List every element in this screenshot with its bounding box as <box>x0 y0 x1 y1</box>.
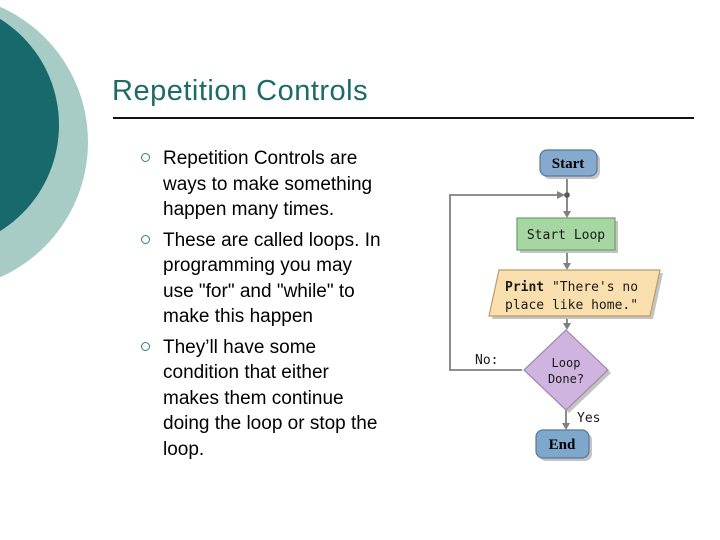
print-keyword: Print <box>505 280 544 295</box>
arrow-down-icon <box>563 323 571 330</box>
decision-label-line1: Loop <box>552 356 581 370</box>
loop-back-connector <box>449 194 560 371</box>
yes-edge-label: Yes <box>577 411 600 426</box>
no-edge-label: No: <box>475 353 498 368</box>
io-node-label-line1: Print "There's no <box>505 280 638 295</box>
arrow-down-icon <box>563 263 571 270</box>
junction-dot <box>564 192 570 198</box>
bullet-text: They’ll have some condition that either … <box>163 336 378 460</box>
page-title: Repetition Controls <box>112 75 369 107</box>
list-item: They’ll have some condition that either … <box>140 335 440 463</box>
end-node <box>535 429 590 459</box>
arrow-right-icon <box>557 191 565 199</box>
start-node-label: Start <box>552 156 585 172</box>
circle-bullet-icon <box>141 341 150 351</box>
arrow-down-icon <box>563 211 571 218</box>
bullet-list: Repetition Controls are ways to make som… <box>140 146 440 467</box>
decision-node <box>523 329 609 411</box>
bullet-text: Repetition Controls are ways to make som… <box>163 148 373 220</box>
list-item: Repetition Controls are ways to make som… <box>140 146 440 223</box>
process-node <box>516 217 616 251</box>
process-node-label: Start Loop <box>527 228 605 243</box>
io-node-label-line2: place like home." <box>505 298 638 313</box>
title-divider <box>113 117 694 119</box>
circle-bullet-icon <box>141 153 150 162</box>
arrow-down-icon <box>562 423 570 430</box>
print-rest: "There's no <box>544 280 638 295</box>
decision-label-line2: Done? <box>548 372 584 386</box>
start-node <box>539 149 598 177</box>
bullet-text: These are called loops. In programming y… <box>163 229 381 328</box>
loop-flowchart: Start Start Loop Print "There's no place… <box>449 149 663 461</box>
circle-bullet-icon <box>141 234 150 244</box>
io-node <box>488 269 661 317</box>
arrowheads <box>557 191 571 430</box>
list-item: These are called loops. In programming y… <box>140 228 440 330</box>
end-node-label: End <box>549 437 576 453</box>
